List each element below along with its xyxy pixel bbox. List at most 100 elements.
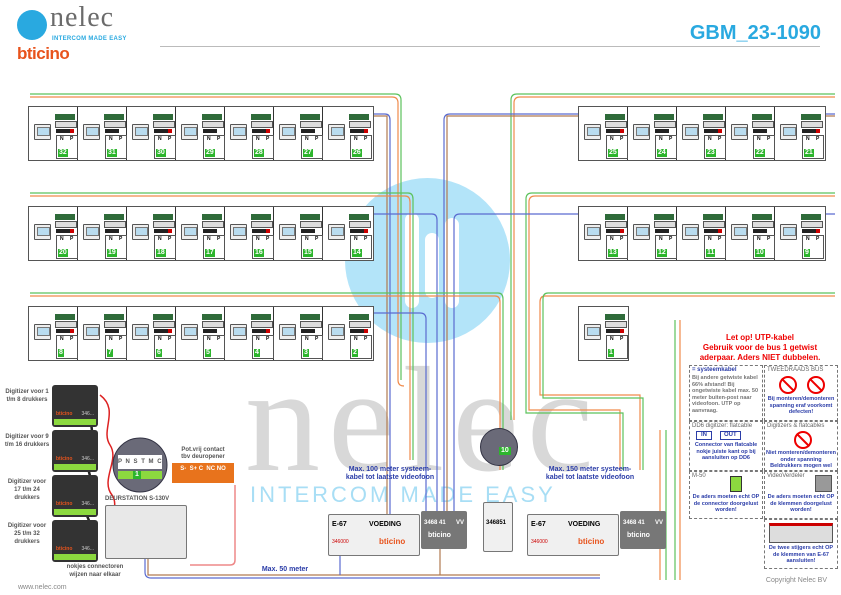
off-on-switch — [56, 229, 74, 233]
note-tweedraads-bus: TWEEDRAADS BUS Bij monteren/demonteren s… — [764, 365, 838, 421]
monitor-icon — [132, 124, 149, 140]
n-label: N — [207, 336, 211, 342]
note-tweedraads-body: Bij monteren/demonteren spanning eraf vo… — [767, 396, 835, 415]
monitor-icon — [279, 224, 296, 240]
prohibited-plug-icon — [779, 376, 797, 394]
unit-number: 7 — [107, 349, 113, 357]
unit-number: 13 — [608, 249, 618, 257]
n-label: N — [60, 136, 64, 142]
psu-2-type: VOEDING — [568, 521, 601, 528]
bus-terminal — [349, 121, 371, 128]
digitizer-1-label: Digitizer voor 1 t/m 8 drukkers — [5, 389, 49, 403]
splitter-2-brand: bticino — [627, 532, 650, 539]
note-systeemkabel-body: Bij andere getwiste kabel 66% afstand! B… — [692, 375, 759, 414]
p-label: P — [669, 136, 673, 142]
off-on-switch — [105, 229, 119, 233]
dd6-out-label: OUT — [720, 431, 741, 440]
terminal-block — [104, 214, 124, 220]
p-label: P — [168, 336, 172, 342]
videoverdeler-icon — [815, 475, 832, 492]
p-label: P — [620, 136, 624, 142]
unit-number: 16 — [254, 249, 264, 257]
monitor-icon — [34, 324, 51, 340]
document-code: GBM_23-1090 — [689, 22, 821, 44]
n-label: N — [256, 336, 260, 342]
off-on-switch — [154, 129, 172, 133]
warning-line-1: Let op! UTP-kabel — [725, 333, 794, 342]
note-tweedraads-title: TWEEDRAADS BUS — [767, 367, 824, 373]
terminal-block — [153, 214, 173, 220]
prohibited-voltage-icon-2 — [794, 431, 812, 449]
brand-tagline: INTERCOM MADE EASY — [52, 36, 127, 42]
digitizer-2-label: Digitizer voor 9 t/m 16 drukkers — [4, 434, 50, 448]
unit-number: 20 — [58, 249, 68, 257]
bus-terminal — [703, 221, 725, 228]
prohibited-voltage-icon — [807, 376, 825, 394]
monitor-icon — [181, 124, 198, 140]
off-on-switch — [704, 229, 722, 233]
p-label: P — [119, 236, 123, 242]
splitter-2-model: 3468 41 — [623, 520, 645, 526]
monitor-icon — [83, 124, 100, 140]
p-label: P — [168, 136, 172, 142]
p-label: P — [168, 236, 172, 242]
terminal-block — [605, 214, 625, 220]
off-on-switch — [154, 229, 172, 233]
digitizer-3-label: Digitizer voor 17 t/m 24 drukkers — [7, 479, 47, 501]
monitor-icon — [682, 224, 699, 240]
watermark-text: nelec — [245, 337, 602, 503]
terminal-block — [300, 214, 320, 220]
unit-number: 11 — [706, 249, 716, 257]
bus-terminal — [55, 221, 77, 228]
warning-line-3: aderpaar. Aders NIET dubbelen. — [699, 353, 821, 362]
p-label: P — [70, 136, 74, 142]
psu-2: E-67 VOEDING 346000 bticino — [527, 514, 619, 556]
max150-note-1: Max. 150 meter systeem- — [548, 466, 632, 473]
footer-website[interactable]: www.nelec.com — [18, 584, 67, 591]
header-divider — [160, 46, 820, 47]
n-label: N — [708, 136, 712, 142]
terminal-block — [55, 214, 75, 220]
p-label: P — [266, 236, 270, 242]
note-m50-title: M-50 — [692, 473, 706, 479]
note-digitizers-flat-body: Niet monteren/demonteren onder spanning … — [766, 450, 836, 469]
unit-number: 15 — [303, 249, 313, 257]
n-label: N — [610, 336, 614, 342]
n-label: N — [207, 136, 211, 142]
unit-number: 29 — [205, 149, 215, 157]
p-label: P — [266, 136, 270, 142]
unit-number: 26 — [352, 149, 362, 157]
terminal-block — [349, 314, 369, 320]
n-label: N — [659, 136, 663, 142]
monitor-icon — [633, 224, 650, 240]
terminal-block — [349, 114, 369, 120]
max150-note-2: kabel tot laatste videofoon — [545, 474, 635, 481]
dd6-in-label: IN — [696, 431, 712, 440]
footer-copyright: Copyright Nelec BV — [765, 577, 827, 584]
monitor-icon — [83, 224, 100, 240]
off-on-switch — [252, 329, 270, 333]
